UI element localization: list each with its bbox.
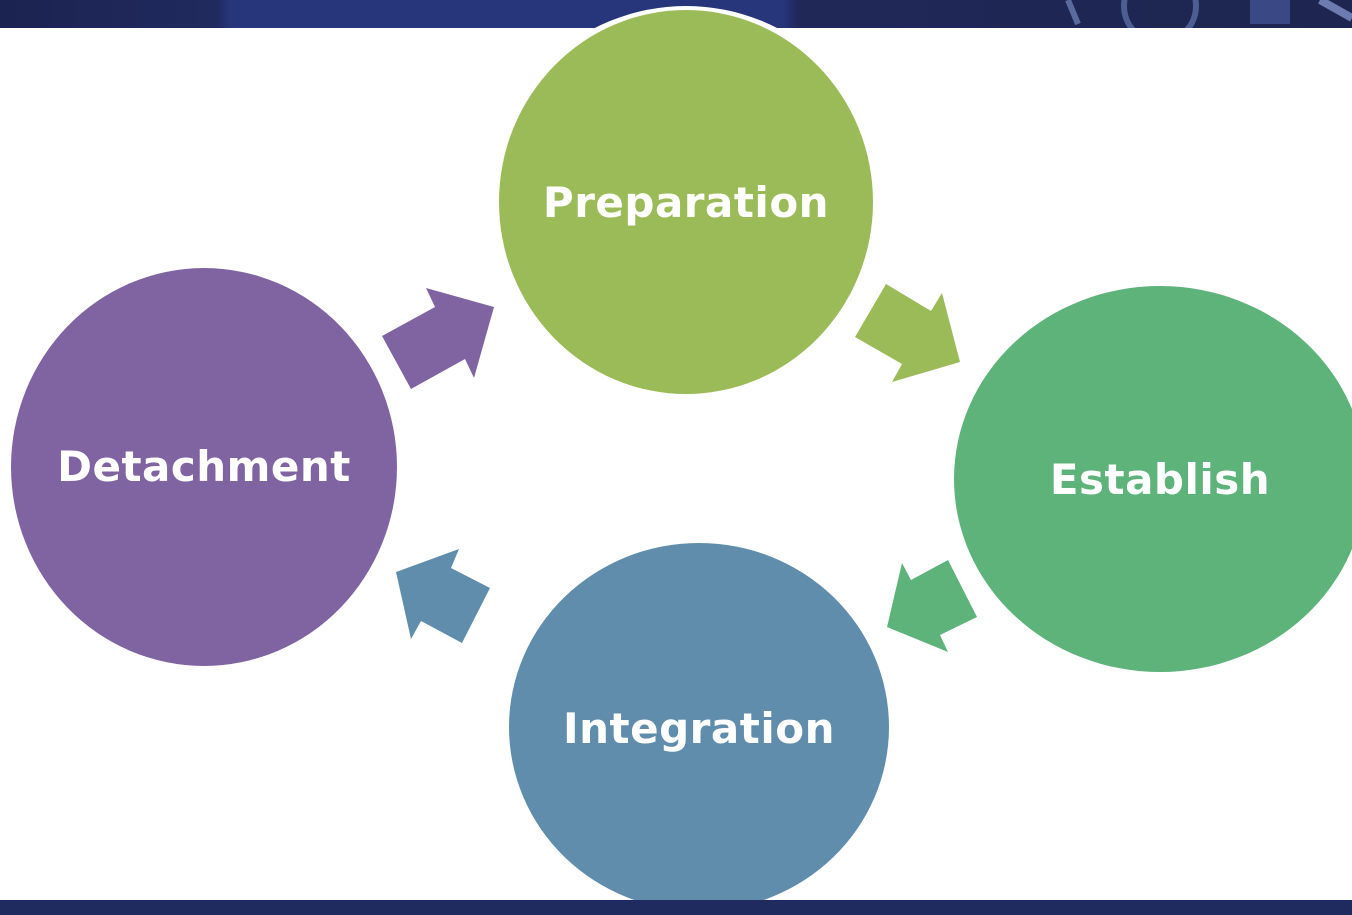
- arrow-establish-to-integration: [887, 560, 977, 652]
- preparation-circle: [499, 10, 873, 394]
- integration-label: Integration: [563, 704, 835, 753]
- arrow-integration-to-detachment: [396, 549, 490, 643]
- arrow-detachment-to-preparation: [382, 288, 494, 389]
- arrow-preparation-to-establish: [855, 284, 960, 382]
- detachment-circle: [11, 268, 397, 666]
- establish-circle: [954, 286, 1352, 672]
- integration-circle: [509, 543, 889, 911]
- footer-band: [0, 900, 1352, 915]
- preparation-label: Preparation: [543, 178, 829, 227]
- logo-mark: [1065, 0, 1352, 28]
- detachment-label: Detachment: [57, 442, 351, 491]
- establish-label: Establish: [1050, 455, 1270, 504]
